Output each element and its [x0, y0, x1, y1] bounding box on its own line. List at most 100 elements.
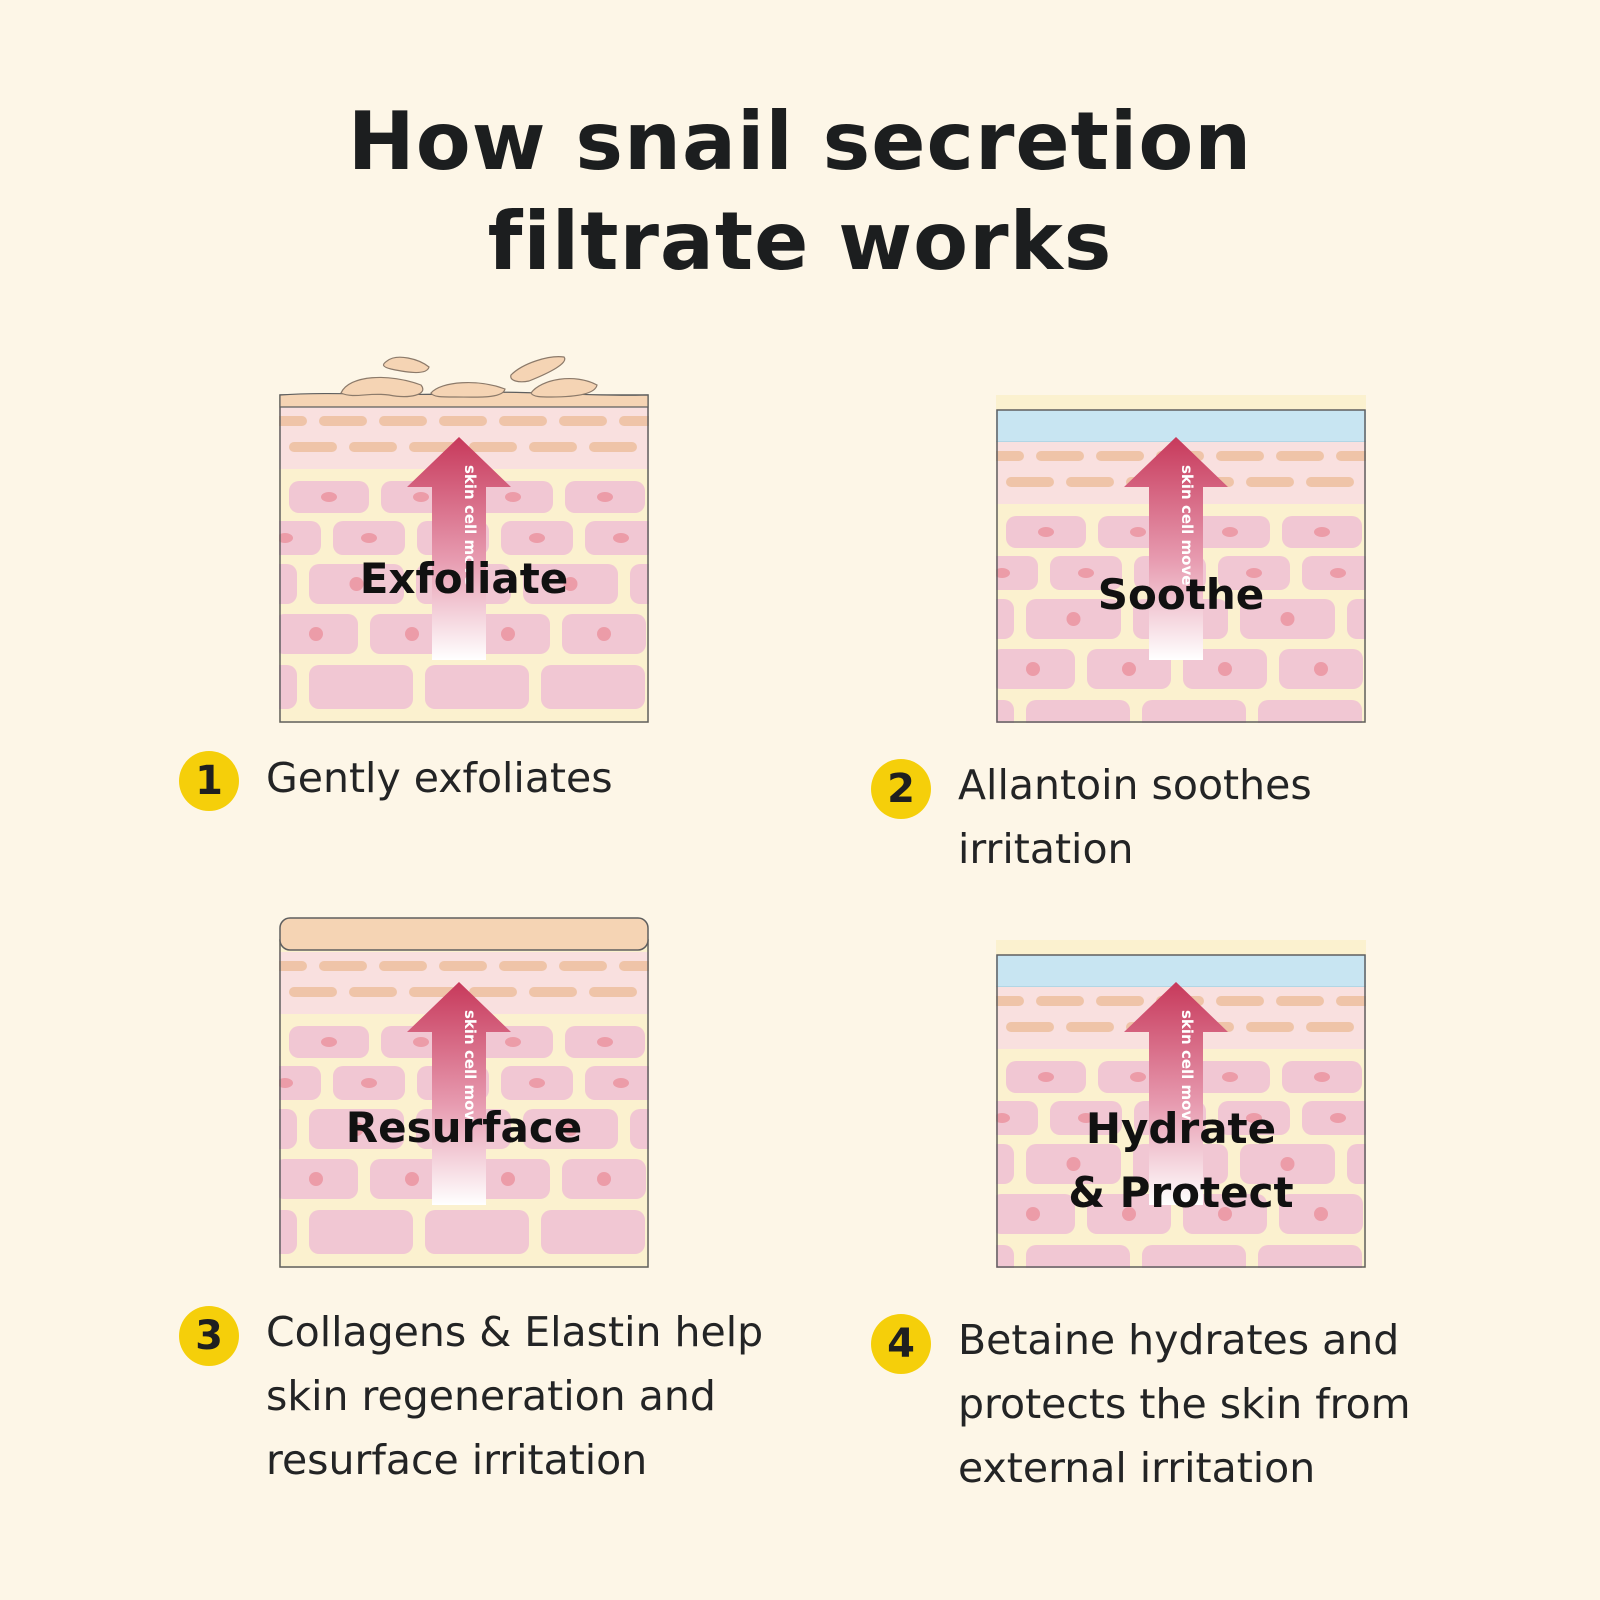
flat-cell: [1276, 996, 1324, 1006]
cell-nucleus: [213, 627, 227, 641]
flat-cell: [1306, 477, 1354, 487]
cell-nucleus: [413, 1037, 429, 1047]
cell-nucleus: [1280, 612, 1295, 626]
flat-cell: [379, 416, 427, 426]
skin-cell: [309, 665, 413, 709]
cell-nucleus: [597, 1037, 613, 1047]
title-line-1: How snail secretion: [347, 95, 1253, 188]
flat-cell: [499, 416, 547, 426]
panel-label-hydrate: Hydrate: [1085, 1104, 1277, 1153]
cell-nucleus: [563, 577, 578, 591]
skin-cell: [309, 1210, 413, 1254]
skin-cell-arrow: skin cell move: [1124, 437, 1228, 660]
skin-cell: [882, 1101, 954, 1135]
cell-nucleus: [1078, 1113, 1094, 1123]
flat-cell: [649, 442, 697, 452]
skin-cell-arrow: skin cell move: [1124, 982, 1228, 1205]
skin-cell: [895, 649, 979, 689]
smooth-surface-layer: [279, 917, 649, 951]
flat-cell: [1066, 477, 1114, 487]
step-text-4: Betaine hydrates and protects the skin f…: [958, 1308, 1411, 1500]
flat-cell: [279, 416, 307, 426]
cell-nucleus: [1388, 612, 1402, 626]
skin-cell: [279, 564, 297, 604]
flat-cell: [529, 442, 577, 452]
cell-nucleus: [1330, 1113, 1346, 1123]
step-4-line-3: external irritation: [958, 1444, 1316, 1492]
skin-cell: [996, 599, 1014, 639]
page-title: How snail secretion filtrate works: [0, 92, 1600, 292]
title-line-2: filtrate works: [487, 195, 1113, 288]
skin-diagram-resurface: skin cell move: [279, 917, 649, 1268]
skin-cell: [279, 521, 321, 555]
step-text-1: Gently exfoliates: [266, 746, 613, 810]
cell-nucleus: [1246, 568, 1262, 578]
step-1-line-1: Gently exfoliates: [266, 754, 613, 802]
cell-nucleus: [996, 568, 1010, 578]
panel-label-resurface: Resurface: [345, 1103, 583, 1152]
cell-nucleus: [930, 1207, 944, 1221]
flat-cell: [589, 442, 637, 452]
dead-skin-flake: [382, 356, 430, 374]
flat-cell: [279, 961, 307, 971]
cell-nucleus: [1388, 1157, 1402, 1171]
arrow-shape: [1124, 982, 1228, 1205]
dead-skin-flake: [340, 376, 424, 398]
skin-cell: [996, 1101, 1038, 1135]
step-4-line-2: protects the skin from: [958, 1380, 1411, 1428]
skin-cell-arrow: skin cell move: [407, 437, 511, 660]
flat-cell: [559, 961, 607, 971]
skin-cell: [279, 665, 297, 709]
cell-nucleus: [529, 1078, 545, 1088]
skin-cell: [178, 614, 262, 654]
flat-cell: [409, 442, 457, 452]
panel-exfoliate: skin cell move Exfoliate: [279, 355, 649, 723]
flat-cell: [289, 987, 337, 997]
cell-nucleus: [597, 492, 613, 502]
flat-cell: [1006, 1022, 1054, 1032]
cell-nucleus: [505, 1037, 521, 1047]
step-3-line-3: resurface irritation: [266, 1436, 648, 1484]
step-3-line-2: skin regeneration and: [266, 1372, 716, 1420]
flat-cell: [1006, 477, 1054, 487]
cell-nucleus: [960, 612, 974, 626]
skin-cell: [1142, 700, 1246, 723]
flat-cell: [1036, 996, 1084, 1006]
flat-cell: [619, 961, 649, 971]
moisture-film: [996, 410, 1366, 442]
skin-cell: [178, 1159, 262, 1199]
cell-nucleus: [279, 533, 293, 543]
cell-nucleus: [349, 1122, 364, 1136]
skin-cell: [1026, 1245, 1130, 1268]
flat-cell: [1216, 451, 1264, 461]
arrow-shape: [407, 437, 511, 660]
cell-nucleus: [1122, 1207, 1136, 1221]
cell-nucleus: [613, 533, 629, 543]
flat-cell: [1246, 477, 1294, 487]
dead-skin-flake: [530, 378, 598, 398]
flat-cell: [1036, 451, 1084, 461]
cell-nucleus: [413, 492, 429, 502]
cell-nucleus: [1038, 527, 1054, 537]
skin-diagram-hydrate: skin cell move: [996, 940, 1366, 1268]
flat-cell: [559, 416, 607, 426]
skin-cell: [197, 1026, 277, 1058]
cell-nucleus: [361, 533, 377, 543]
panel-hydrate-protect: skin cell move Hydrate & Protect: [996, 900, 1366, 1268]
cell-nucleus: [597, 627, 611, 641]
flat-cell: [469, 987, 517, 997]
step-2-line-2: irritation: [958, 825, 1134, 873]
cell-nucleus: [243, 577, 257, 591]
flat-cell: [409, 987, 457, 997]
cell-nucleus: [1330, 568, 1346, 578]
skin-cell: [279, 1109, 297, 1149]
step-text-3: Collagens & Elastin help skin regenerati…: [266, 1300, 763, 1492]
cell-nucleus: [996, 1113, 1010, 1123]
skin-cell: [630, 564, 649, 604]
cell-nucleus: [1314, 662, 1328, 676]
cell-nucleus: [1314, 1072, 1330, 1082]
cell-nucleus: [1314, 1207, 1328, 1221]
cell-nucleus: [193, 533, 209, 543]
cell-nucleus: [1066, 1157, 1081, 1171]
skin-cell: [1347, 1144, 1366, 1184]
